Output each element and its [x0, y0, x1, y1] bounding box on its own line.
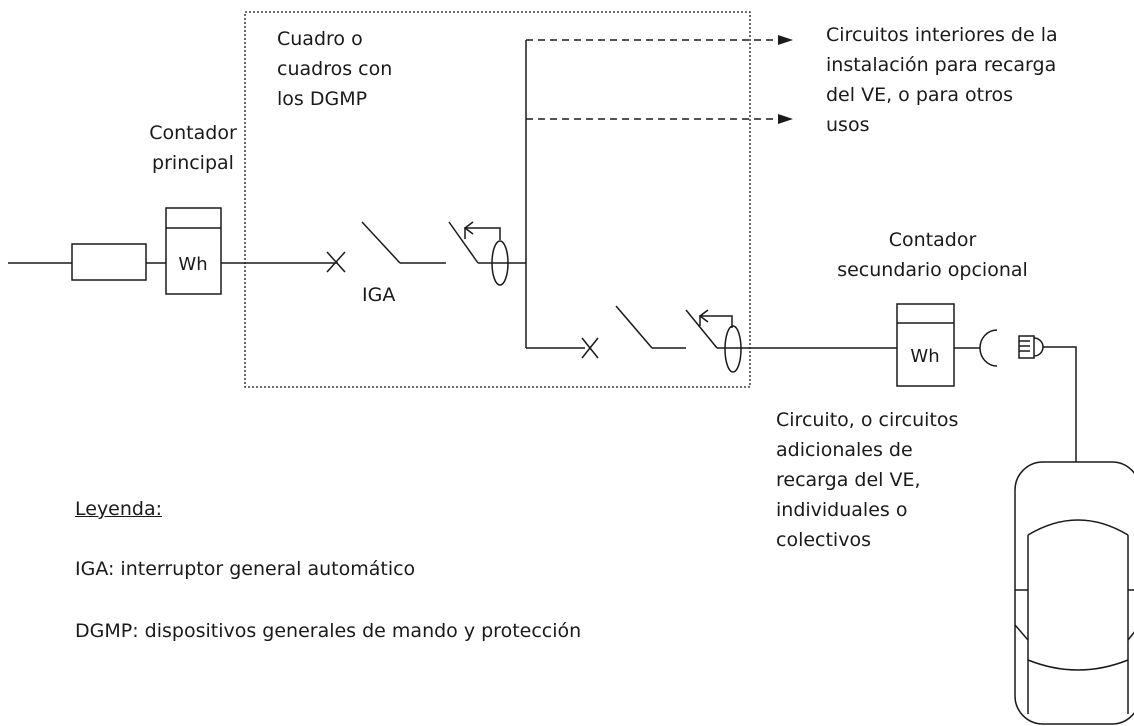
- socket-outlet-symbol: [979, 329, 998, 367]
- charging-connector-symbol: [1018, 335, 1044, 359]
- secondary-meter-unit: Wh: [910, 346, 939, 367]
- electric-vehicle-symbol: [1014, 461, 1134, 725]
- iga-breaker-symbol: [326, 251, 346, 273]
- distribution-board-outline: [244, 11, 751, 388]
- main-meter-label-line: principal: [152, 152, 234, 174]
- interior-circuits-label-line: instalación para recarga: [826, 54, 1057, 76]
- legend-item-dgmp: DGMP: dispositivos generales de mando y …: [75, 620, 582, 642]
- ev-differential-switch-symbol: [685, 309, 742, 373]
- main-fuse-symbol: [71, 243, 147, 281]
- secondary-meter-label: Contador secundario opcional: [810, 225, 1055, 285]
- distribution-board-label: Cuadro o cuadros con los DGMP: [277, 24, 392, 114]
- main-meter-label: Contador principal: [128, 118, 258, 178]
- secondary-meter-symbol: [896, 303, 955, 387]
- interior-circuit-1: [526, 35, 793, 45]
- main-differential-switch-symbol: [448, 221, 509, 286]
- interior-circuit-2: [526, 114, 793, 124]
- distribution-board-label-line: Cuadro o: [277, 28, 363, 50]
- ev-breaker-contact-blade: [615, 305, 653, 349]
- main-meter-symbol: [165, 207, 222, 295]
- legend-item-iga: IGA: interruptor general automático: [75, 558, 416, 580]
- distribution-board-label-line: cuadros con: [277, 58, 393, 80]
- additional-circuits-label: Circuito, o circuitos adicionales de rec…: [776, 405, 958, 555]
- secondary-meter-label-line: secundario opcional: [837, 259, 1028, 281]
- distribution-board-label-line: los DGMP: [277, 88, 368, 110]
- iga-label: IGA: [362, 284, 396, 306]
- additional-circuits-label-line: colectivos: [776, 529, 871, 551]
- main-meter-label-line: Contador: [149, 122, 237, 144]
- secondary-meter-label-line: Contador: [888, 229, 977, 251]
- additional-circuits-label-line: Circuito, o circuitos: [776, 409, 959, 431]
- interior-circuits-label-line: Circuitos interiores de la: [826, 24, 1058, 46]
- iga-contact-blade: [361, 221, 401, 264]
- legend-title: Leyenda:: [75, 498, 163, 520]
- charging-cable: [1043, 346, 1077, 462]
- interior-circuits-label: Circuitos interiores de la instalación p…: [826, 20, 1058, 140]
- main-meter-unit: Wh: [178, 254, 207, 275]
- ev-breaker-symbol: [581, 337, 599, 359]
- interior-circuits-label-line: usos: [826, 114, 870, 136]
- additional-circuits-label-line: adicionales de: [776, 439, 913, 461]
- additional-circuits-label-line: individuales o: [776, 499, 908, 521]
- interior-circuits-label-line: del VE, o para otros: [826, 84, 1014, 106]
- additional-circuits-label-line: recarga del VE,: [776, 469, 921, 491]
